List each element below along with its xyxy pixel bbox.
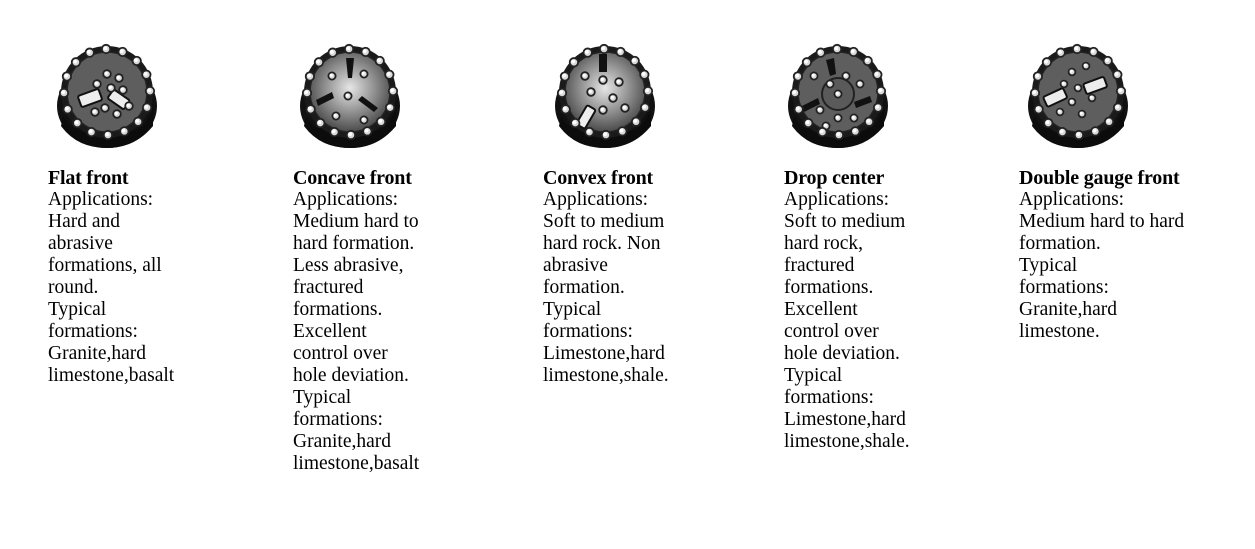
drill-bit-image: [1020, 36, 1136, 152]
bit-title: Concave front: [293, 167, 412, 189]
bit-title: Flat front: [48, 167, 129, 189]
description-line: limestone.: [1019, 321, 1100, 342]
description-line: Typical: [48, 299, 107, 320]
description-line: formations:: [1019, 277, 1109, 298]
description-line: Applications:: [48, 189, 154, 210]
description-line: control over: [293, 343, 388, 364]
description-line: abrasive: [48, 233, 113, 254]
description-line: Excellent: [293, 321, 367, 342]
description-line: limestone,shale.: [543, 365, 669, 386]
description-line: hard rock. Non: [543, 233, 661, 254]
description-line: Soft to medium: [543, 211, 665, 232]
description-line: fractured: [784, 255, 855, 276]
bit-title: Drop center: [784, 167, 885, 189]
description-line: hole deviation.: [784, 343, 900, 364]
description-line: Applications:: [784, 189, 890, 210]
description-line: control over: [784, 321, 879, 342]
description-line: hard rock,: [784, 233, 864, 254]
description-line: formations:: [543, 321, 633, 342]
description-line: formations.: [293, 299, 383, 320]
description-line: Applications:: [1019, 189, 1125, 210]
description-line: formations:: [48, 321, 138, 342]
description-line: hole deviation.: [293, 365, 409, 386]
description-line: limestone,basalt: [48, 365, 175, 386]
description-line: Typical: [784, 365, 843, 386]
description-line: abrasive: [543, 255, 608, 276]
description-line: Granite,hard: [293, 431, 391, 452]
description-line: Limestone,hard: [543, 343, 665, 364]
description-line: Hard and: [48, 211, 121, 232]
description-line: Granite,hard: [48, 343, 146, 364]
description-line: Applications:: [543, 189, 649, 210]
description-line: formations, all: [48, 255, 162, 276]
description-line: Typical: [293, 387, 352, 408]
bit-title: Convex front: [543, 167, 654, 189]
drill-bit-image: [292, 36, 408, 152]
description-line: Medium hard to hard: [1019, 211, 1185, 232]
description-line: hard formation.: [293, 233, 415, 254]
drill-bit-image: [49, 36, 165, 152]
description-line: formations:: [784, 387, 874, 408]
description-line: formation.: [1019, 233, 1101, 254]
description-line: Limestone,hard: [784, 409, 906, 430]
description-line: formation.: [543, 277, 625, 298]
description-line: limestone,basalt: [293, 453, 420, 474]
description-line: Typical: [1019, 255, 1078, 276]
drill-bit-image: [547, 36, 663, 152]
description-line: fractured: [293, 277, 364, 298]
description-line: Excellent: [784, 299, 858, 320]
description-line: round.: [48, 277, 99, 298]
description-line: Granite,hard: [1019, 299, 1117, 320]
description-line: Soft to medium: [784, 211, 906, 232]
bit-title: Double gauge front: [1019, 167, 1180, 189]
description-line: limestone,shale.: [784, 431, 910, 452]
description-line: Typical: [543, 299, 602, 320]
description-line: Applications:: [293, 189, 399, 210]
description-line: Less abrasive,: [293, 255, 404, 276]
description-line: Medium hard to: [293, 211, 419, 232]
description-line: formations.: [784, 277, 874, 298]
description-line: formations:: [293, 409, 383, 430]
drill-bit-image: [780, 36, 896, 152]
